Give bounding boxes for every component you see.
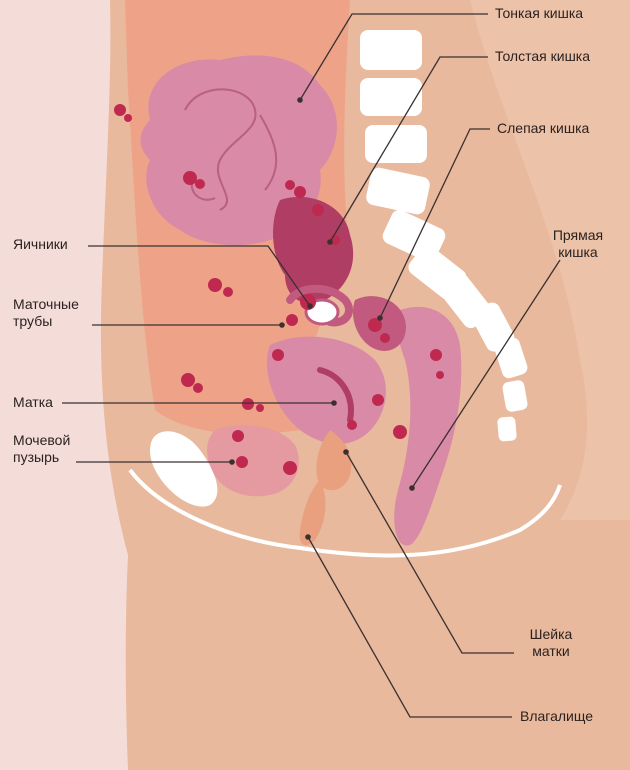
leader-dots	[229, 97, 415, 540]
label-bladder-line2: пузырь	[13, 449, 60, 465]
leader-rectum	[411, 259, 561, 489]
leader-small-intestine	[299, 13, 488, 101]
label-tubes-line2: трубы	[13, 313, 53, 329]
pelvic-floor-outline	[128, 468, 562, 558]
label-tubes-line1: Маточные	[13, 296, 79, 312]
bladder-shape	[207, 425, 299, 497]
label-large-intestine: Толстая кишка	[495, 48, 591, 64]
fallopian-tube-shape	[286, 284, 353, 327]
label-bladder-line1: Мочевой	[13, 432, 71, 448]
spine	[360, 30, 528, 442]
label-cervix-line1: Шейка	[529, 626, 573, 642]
leader-cervix	[345, 451, 514, 654]
label-rectum: Прямая кишка	[548, 227, 608, 261]
colon-shape	[273, 196, 354, 304]
label-rectum-line1: Прямая	[552, 227, 604, 243]
label-cervix-line2: матки	[532, 643, 570, 659]
label-tubes: Маточные трубы	[13, 296, 79, 330]
label-vagina: Влагалище	[520, 708, 594, 724]
vagina-shape	[299, 480, 326, 546]
label-cervix: Шейка матки	[518, 626, 584, 660]
label-bladder: Мочевой пузырь	[13, 432, 70, 466]
uterus-cavity	[317, 367, 354, 423]
leader-lines	[62, 13, 561, 718]
back-region	[470, 0, 630, 520]
leader-large-intestine	[329, 56, 488, 243]
leader-cecum	[379, 128, 490, 319]
label-uterus: Матка	[13, 394, 53, 410]
leader-ovaries	[88, 245, 311, 307]
label-small-intestine: Тонкая кишка	[495, 5, 584, 21]
label-rectum-line2: кишка	[558, 244, 598, 260]
cervix-shape	[316, 430, 352, 491]
endometriosis-lesions	[114, 104, 444, 475]
leader-vagina	[307, 536, 512, 718]
label-cecum: Слепая кишка	[497, 120, 590, 136]
uterus-shape	[266, 336, 386, 445]
pubic-bone	[150, 431, 218, 507]
label-ovaries: Яичники	[13, 236, 68, 252]
